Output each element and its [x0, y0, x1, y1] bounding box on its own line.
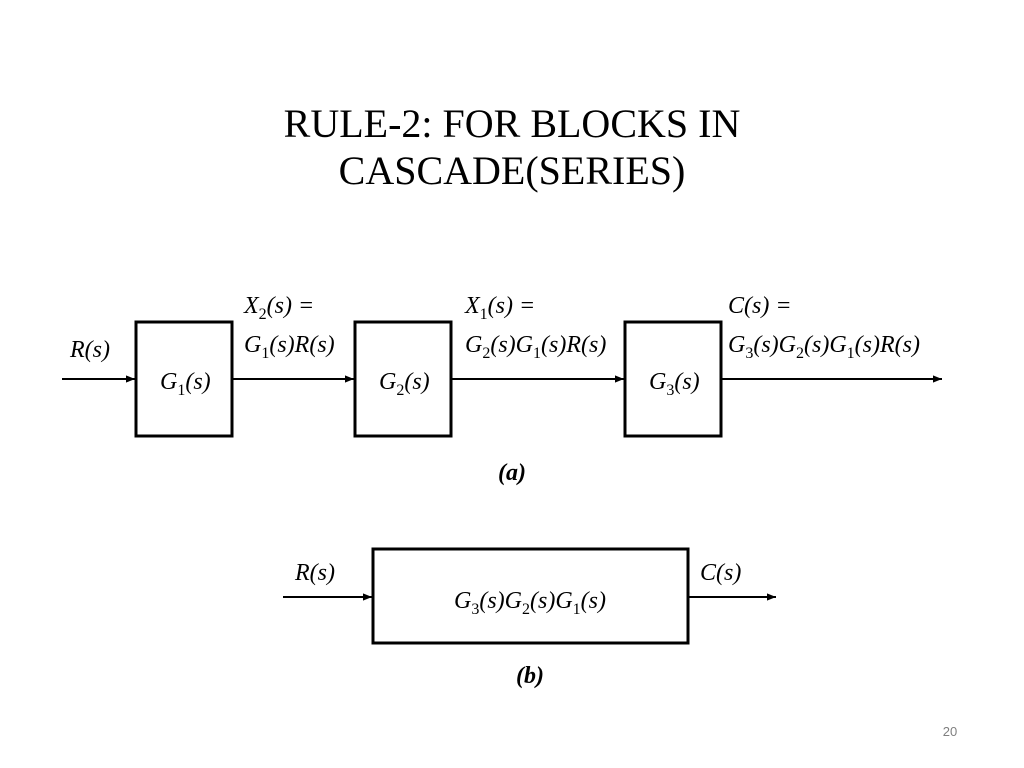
slide-title: RULE-2: FOR BLOCKS IN CASCADE(SERIES) — [0, 100, 1024, 194]
signal-x1-expression: G2(s)G1(s)R(s) — [465, 332, 606, 362]
signal-x2-equation: X2(s) = — [243, 293, 314, 323]
block-g3 — [623, 320, 723, 438]
block-equivalent — [371, 547, 690, 645]
caption-a: (a) — [498, 460, 526, 486]
page-number: 20 — [942, 724, 958, 739]
signal-x1-equation: X1(s) = — [464, 293, 535, 323]
signal-c-expression: G3(s)G2(s)G1(s)R(s) — [728, 332, 920, 362]
input-label-a: R(s) — [69, 337, 110, 363]
block-g1-label: G1(s) — [160, 369, 211, 399]
signal-c-equation: C(s) = — [728, 293, 792, 319]
signal-x2-expression: G1(s)R(s) — [244, 332, 335, 362]
block-g2 — [353, 320, 453, 438]
block-equivalent-label: G3(s)G2(s)G1(s) — [454, 588, 606, 618]
block-g2-label: G2(s) — [379, 369, 430, 399]
block-g1 — [134, 320, 234, 438]
slide-title-line-1: RULE-2: FOR BLOCKS IN — [283, 101, 741, 146]
input-label-b: R(s) — [294, 560, 335, 586]
block-g3-label: G3(s) — [649, 369, 700, 399]
output-label-b: C(s) — [700, 560, 741, 586]
slide-title-line-2: CASCADE(SERIES) — [338, 148, 686, 193]
diagram-b: R(s) C(s) G3(s)G2(s)G1(s) (b) — [283, 547, 776, 689]
caption-b: (b) — [516, 663, 544, 689]
diagram-a: R(s) G1(s) G2(s) G3(s) X2(s) = G1(s)R(s)… — [62, 293, 942, 486]
